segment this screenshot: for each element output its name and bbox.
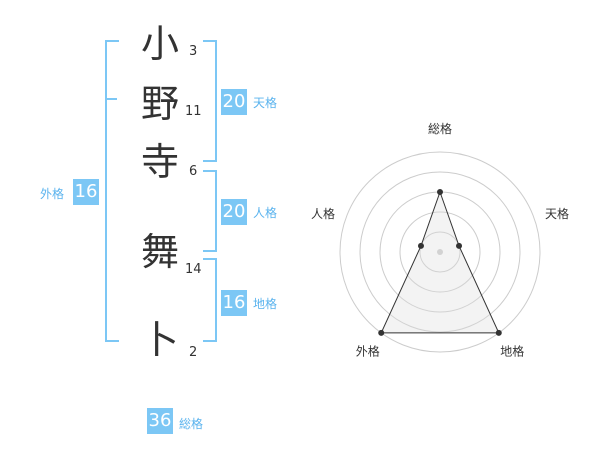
radar-ring bbox=[339, 151, 541, 353]
radar-point-2 bbox=[456, 242, 463, 249]
chikaku-bracket bbox=[203, 258, 217, 342]
radar-axis-label-1: 総格 bbox=[428, 121, 452, 136]
stroke-count-5: 2 bbox=[189, 345, 198, 360]
name-char-5: 卜 bbox=[140, 318, 179, 362]
radar-point-1 bbox=[437, 189, 443, 195]
radar-axis-label-5: 人格 bbox=[311, 206, 335, 221]
radar-point-5 bbox=[417, 242, 424, 249]
radar-ring bbox=[399, 211, 481, 293]
gaikaku-value: 16 bbox=[73, 179, 99, 205]
chikaku-value: 16 bbox=[221, 290, 247, 316]
jinkaku-label: 人格 bbox=[253, 206, 278, 220]
gaikaku-label: 外格 bbox=[40, 187, 65, 201]
soukaku-label: 総格 bbox=[179, 417, 204, 431]
gaikaku-bracket bbox=[105, 40, 119, 342]
radar-ring bbox=[419, 231, 461, 273]
stroke-count-3: 6 bbox=[189, 164, 198, 179]
radar-axis-label-3: 地格 bbox=[500, 344, 524, 359]
radar-point-4 bbox=[378, 329, 385, 336]
name-char-3: 寺 bbox=[140, 140, 179, 184]
radar-point-3 bbox=[495, 329, 502, 336]
radar-center bbox=[437, 249, 443, 255]
stroke-count-4: 14 bbox=[185, 262, 202, 277]
jinkaku-value: 20 bbox=[221, 199, 247, 225]
stroke-count-2: 11 bbox=[185, 104, 202, 119]
tenkaku-bracket bbox=[203, 40, 217, 162]
stroke-count-1: 3 bbox=[189, 44, 198, 59]
radar-axis-label-2: 天格 bbox=[545, 206, 569, 221]
radar-area bbox=[380, 190, 500, 334]
radar-axis-label-4: 外格 bbox=[356, 344, 380, 359]
tenkaku-value: 20 bbox=[221, 89, 247, 115]
radar-ring bbox=[359, 171, 521, 333]
name-char-2: 野 bbox=[140, 82, 179, 126]
chikaku-label: 地格 bbox=[253, 297, 278, 311]
jinkaku-bracket bbox=[203, 170, 217, 252]
gaikaku-bracket-tick bbox=[105, 98, 117, 100]
tenkaku-label: 天格 bbox=[253, 96, 278, 110]
soukaku-value: 36 bbox=[147, 408, 173, 434]
name-char-1: 小 bbox=[140, 22, 179, 66]
name-char-4: 舞 bbox=[140, 230, 179, 274]
